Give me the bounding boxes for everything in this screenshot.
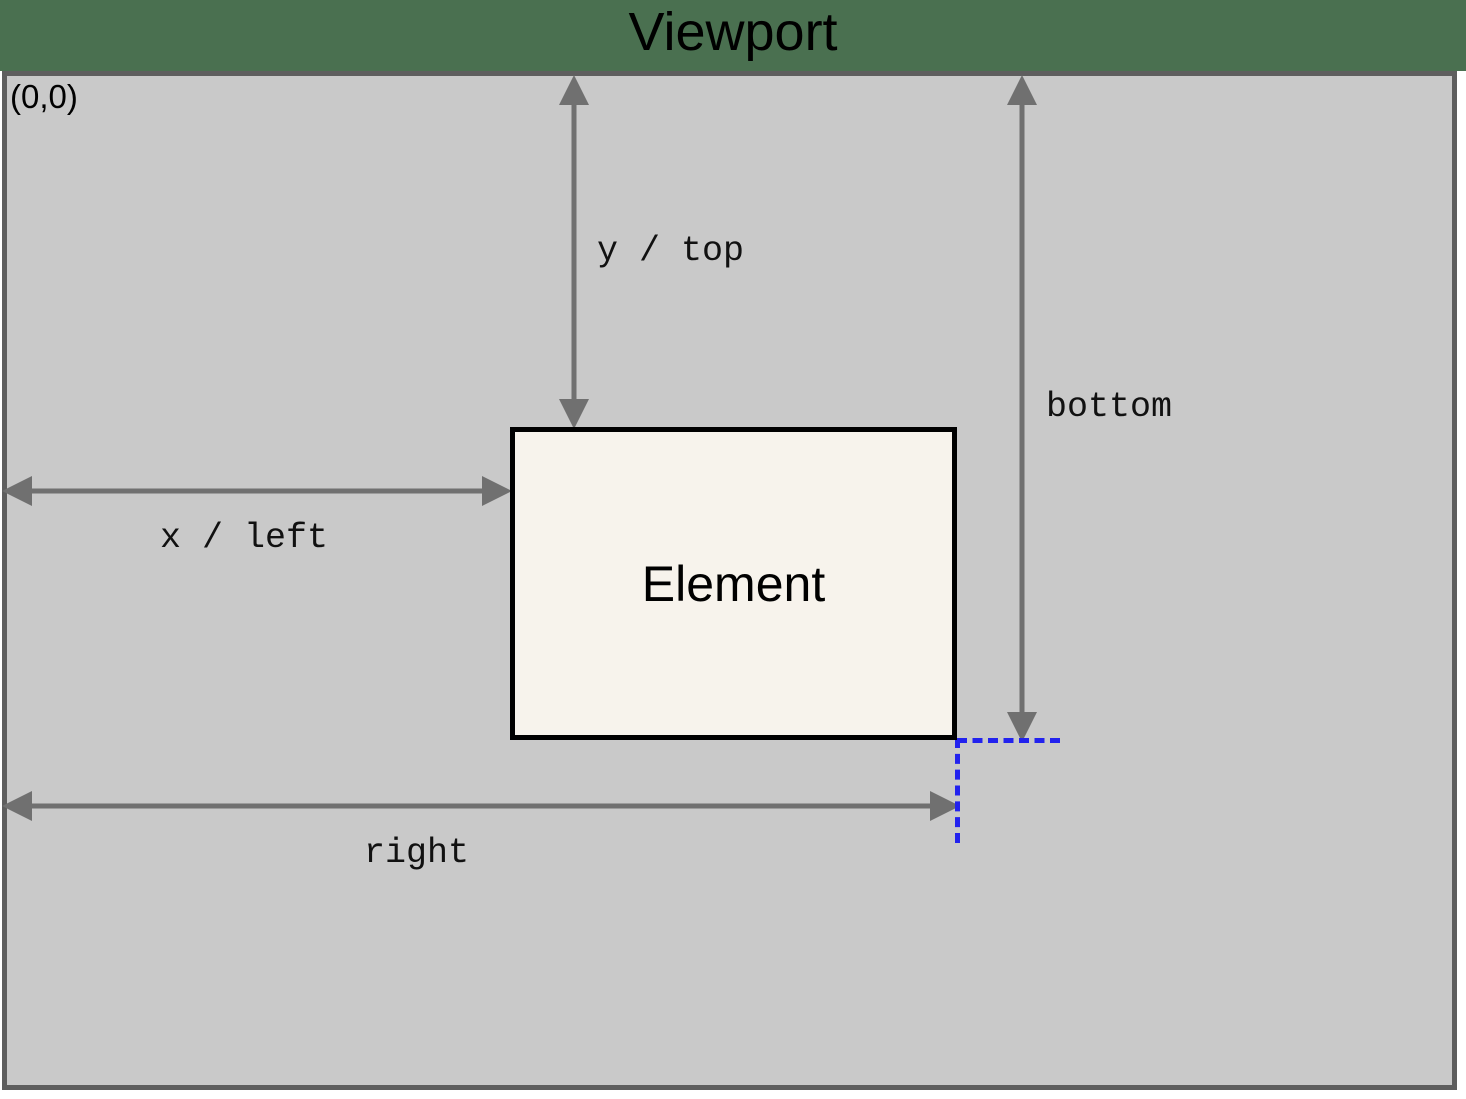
origin-coordinate-label: (0,0) [10, 78, 78, 115]
guide-line-vertical [955, 738, 960, 843]
measurement-label-bottom: bottom [1046, 387, 1173, 427]
measurement-label-y-top: y / top [597, 231, 745, 271]
measurement-label-right: right [364, 833, 470, 873]
page-title: Viewport [628, 2, 838, 62]
element-box: Element [510, 427, 957, 740]
measurement-label-x-left: x / left [160, 518, 329, 558]
element-label: Element [641, 555, 826, 612]
guide-line-horizontal [957, 738, 1060, 743]
viewport-header-bar [0, 0, 1466, 71]
